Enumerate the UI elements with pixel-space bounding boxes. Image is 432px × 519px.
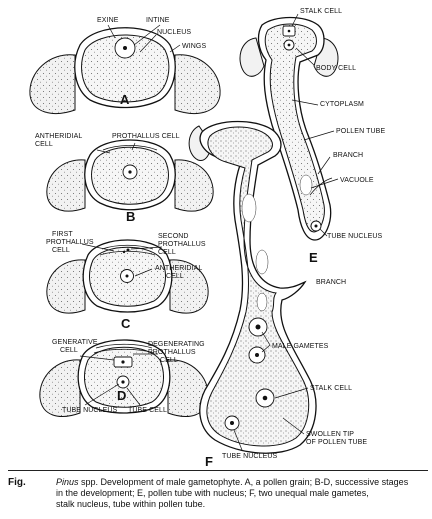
label-exine: EXINE (97, 17, 119, 24)
caption-genus: Pinus (56, 477, 79, 487)
label-tube-nucleus-e: TUBE NUCLEUS (327, 233, 382, 240)
label-vacuole: VACUOLE (340, 177, 374, 184)
label-tube-cell: TUBE CELL (128, 407, 167, 414)
leader-lines (79, 13, 339, 451)
pollen-grain-d (39, 339, 209, 417)
label-antheridial-cell-b-1: ANTHERIDIAL (35, 133, 82, 140)
label-prothallus-cell: PROTHALLUS CELL (112, 133, 180, 140)
label-degenerating-1: DEGENERATING (148, 341, 205, 348)
label-body-cell: BODY CELL (316, 65, 356, 72)
pollen-grain-b (46, 139, 214, 212)
label-swollen-tip-1: SWOLLEN TIP (306, 431, 354, 438)
label-nucleus: NUCLEUS (157, 29, 191, 36)
label-branch-e: BRANCH (333, 152, 363, 159)
label-antheridial-cell-b-2: CELL (35, 141, 53, 148)
pollen-tube-f (188, 120, 317, 454)
label-first-prothallus-1: FIRST (52, 231, 73, 238)
label-generative-cell-2: CELL (60, 347, 78, 354)
label-intine: INTINE (146, 17, 170, 24)
label-pollen-tube: POLLEN TUBE (336, 128, 385, 135)
caption-line-3: stalk nucleus, tube within pollen tube. (56, 499, 206, 509)
label-swollen-tip-2: OF POLLEN TUBE (306, 439, 367, 446)
label-stalk-cell-top: STALK CELL (300, 8, 342, 15)
stage-letter-a: A (120, 92, 130, 107)
label-generative-cell-1: GENERATIVE (52, 339, 98, 346)
caption-fig-label: Fig. (8, 477, 26, 488)
caption-text: Pinus spp. Development of male gametophy… (56, 477, 428, 510)
label-first-prothallus-3: CELL (52, 247, 70, 254)
stage-letter-c: C (121, 316, 131, 331)
label-degenerating-3: CELL (160, 357, 178, 364)
stage-letter-b: B (126, 209, 135, 224)
diagram-labels: EXINE INTINE NUCLEUS WINGS STALK CELL BO… (35, 8, 385, 460)
label-stalk-cell-f: STALK CELL (310, 385, 352, 392)
label-tube-nucleus-d: TUBE NUCLEUS (62, 407, 117, 414)
stage-letter-f: F (205, 454, 213, 469)
label-male-gametes: MALE GAMETES (272, 343, 329, 350)
label-branch-f: BRANCH (316, 279, 346, 286)
stage-letter-d: D (117, 388, 126, 403)
stage-letters: A B C D E F (117, 92, 318, 469)
label-antheridial-cell-c-2: CELL (166, 273, 184, 280)
label-antheridial-cell-c-1: ANTHERIDIAL (155, 265, 202, 272)
label-wings: WINGS (182, 43, 206, 50)
label-second-prothallus-2: PROTHALLUS (158, 241, 206, 248)
pollen-tube-e (239, 16, 339, 241)
pinus-diagram: EXINE INTINE NUCLEUS WINGS STALK CELL BO… (29, 8, 385, 469)
caption-line-2: in the development; E, pollen tube with … (56, 488, 369, 498)
pollen-grain-a (29, 27, 221, 114)
label-tube-nucleus-f: TUBE NUCLEUS (222, 453, 277, 460)
label-second-prothallus-3: CELL (158, 249, 176, 256)
label-second-prothallus-1: SECOND (158, 233, 189, 240)
label-degenerating-2: PROTHALLUS (148, 349, 196, 356)
label-first-prothallus-2: PROTHALLUS (46, 239, 94, 246)
caption-line-1: spp. Development of male gametophyte. A,… (78, 477, 409, 487)
pollen-grain-c (46, 239, 209, 314)
figure-caption: Fig. Pinus spp. Development of male game… (8, 470, 428, 519)
label-cytoplasm: CYTOPLASM (320, 101, 364, 108)
stage-letter-e: E (309, 250, 318, 265)
